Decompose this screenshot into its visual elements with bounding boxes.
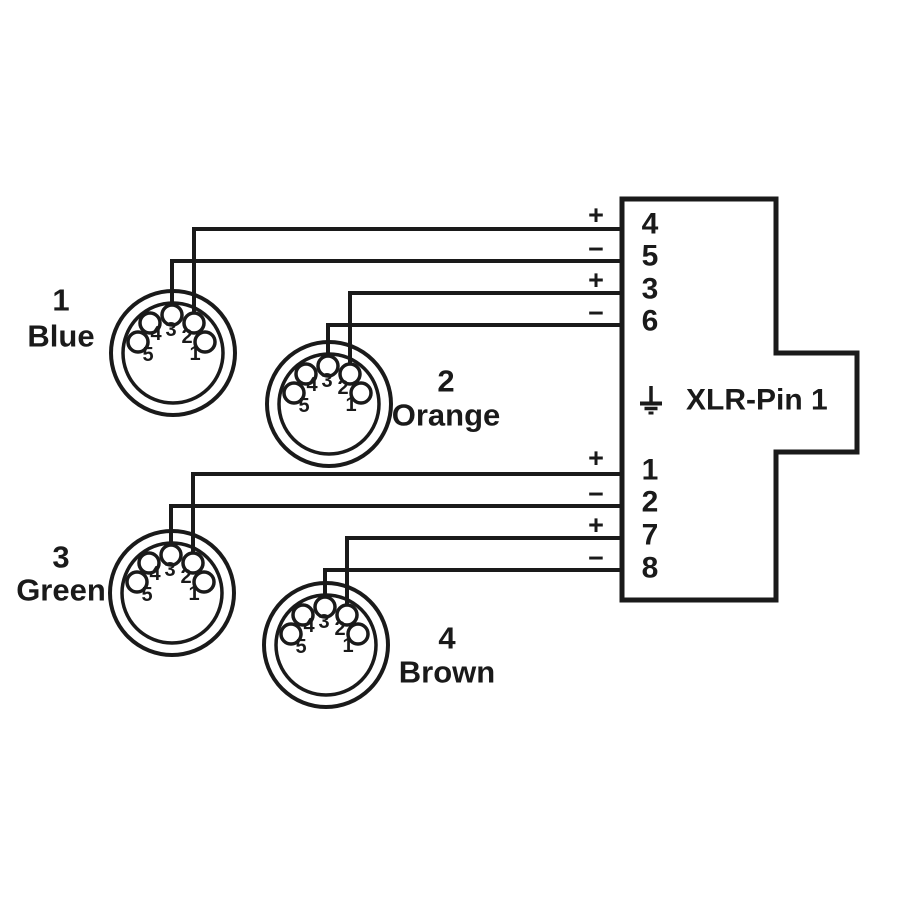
pin-4-contact xyxy=(294,362,318,386)
connector-2-orange: 5 4 3 2 1 xyxy=(265,340,393,468)
connector-inner-body xyxy=(277,352,381,456)
pin-4-label: 4 xyxy=(149,563,161,585)
pin-4-label: 4 xyxy=(306,374,318,396)
pin-1-contact xyxy=(192,570,216,594)
terminal-5-label: 5 xyxy=(642,240,659,273)
connector-2-name: Orange xyxy=(392,398,501,433)
wires xyxy=(169,227,624,605)
terminal-1-label: 1 xyxy=(642,454,659,487)
pin-1-label: 1 xyxy=(188,583,199,605)
terminal-8-label: 8 xyxy=(642,552,659,585)
pin-2-contact xyxy=(182,311,206,335)
terminal-3-label: 3 xyxy=(642,273,659,306)
pin-5-label: 5 xyxy=(141,584,152,606)
pin-4-label: 4 xyxy=(150,323,162,345)
pin-2-label: 2 xyxy=(337,377,348,399)
connector-inner-body xyxy=(274,593,378,697)
wire-term7-plus-to-connector4-pin2 xyxy=(345,536,624,605)
pin-3-label: 3 xyxy=(321,370,332,392)
polarity-signs: + − + − + − + − xyxy=(588,200,604,573)
wire-term3-plus-to-connector2-pin2 xyxy=(348,291,624,364)
pin-4-contact xyxy=(138,311,162,335)
wire-term6-minus-to-connector2-pin3 xyxy=(326,323,624,356)
pin-2-contact xyxy=(338,362,362,386)
terminal-7-label: 7 xyxy=(642,519,659,552)
pin-5-label: 5 xyxy=(295,636,306,658)
connector-3-name: Green xyxy=(16,573,106,608)
pin-4-contact xyxy=(291,603,315,627)
pin-2-label: 2 xyxy=(180,566,191,588)
pin-3-label: 3 xyxy=(164,559,175,581)
connector-inner-body xyxy=(121,301,225,405)
pin-5-contact xyxy=(282,381,306,405)
pin-5-label: 5 xyxy=(142,344,153,366)
connector-outer-shell xyxy=(109,289,237,417)
pin-2-contact xyxy=(181,551,205,575)
pin-5-label: 5 xyxy=(298,395,309,417)
connector-3-number: 3 xyxy=(52,540,69,575)
pin-3-contact xyxy=(316,354,340,378)
earth-ground-icon xyxy=(640,386,662,415)
wire-term4-plus-to-connector1-pin2 xyxy=(192,227,624,313)
pin-3-contact xyxy=(160,303,184,327)
pin-1-contact xyxy=(349,381,373,405)
connector-3-green: 5 4 3 2 1 xyxy=(108,529,236,657)
pin-2-label: 2 xyxy=(334,618,345,640)
pin-2-label: 2 xyxy=(181,326,192,348)
pin-1-contact xyxy=(193,330,217,354)
wire-term8-minus-to-connector4-pin3 xyxy=(323,568,624,597)
polarity-term7: + xyxy=(588,510,604,540)
pin-1-label: 1 xyxy=(345,394,356,416)
connector-outer-shell xyxy=(108,529,236,657)
connector-2-number: 2 xyxy=(437,364,454,399)
polarity-term3: + xyxy=(588,265,604,295)
connector-outer-shell xyxy=(262,581,390,709)
pin-4-contact xyxy=(137,551,161,575)
wire-term1-plus-to-connector3-pin2 xyxy=(191,472,624,553)
pin-2-contact xyxy=(335,603,359,627)
terminal-6-label: 6 xyxy=(642,305,659,338)
terminal-4-label: 4 xyxy=(642,208,659,241)
xlr-block-label: XLR-Pin 1 xyxy=(686,384,828,417)
pin-5-contact xyxy=(279,622,303,646)
connector-1-blue: 5 4 3 2 1 xyxy=(109,289,237,417)
polarity-term8: − xyxy=(588,543,604,573)
connector-1-name: Blue xyxy=(27,319,94,354)
connector-4-brown: 5 4 3 2 1 xyxy=(262,581,390,709)
xlr-block-outline xyxy=(619,196,860,603)
connector-outer-shell xyxy=(265,340,393,468)
connector-inner-body xyxy=(120,541,224,645)
polarity-term6: − xyxy=(588,298,604,328)
xlr-terminal-numbers: 4 5 3 6 1 2 7 8 xyxy=(642,208,659,585)
terminal-2-label: 2 xyxy=(642,486,659,519)
polarity-term1: + xyxy=(588,443,604,473)
polarity-term5: − xyxy=(588,234,604,264)
pin-1-contact xyxy=(346,622,370,646)
pin-5-contact xyxy=(125,570,149,594)
pin-3-label: 3 xyxy=(165,319,176,341)
connector-4-number: 4 xyxy=(438,621,456,656)
polarity-term4: + xyxy=(588,200,604,230)
connector-1-number: 1 xyxy=(52,283,69,318)
connector-4-name: Brown xyxy=(399,655,495,690)
pin-1-label: 1 xyxy=(189,343,200,365)
pin-1-label: 1 xyxy=(342,635,353,657)
pin-3-contact xyxy=(159,543,183,567)
pin-5-contact xyxy=(126,330,150,354)
pin-3-contact xyxy=(313,595,337,619)
pin-4-label: 4 xyxy=(303,615,315,637)
wire-term5-minus-to-connector1-pin3 xyxy=(170,259,624,305)
polarity-term2: − xyxy=(588,479,604,509)
pin-3-label: 3 xyxy=(318,611,329,633)
